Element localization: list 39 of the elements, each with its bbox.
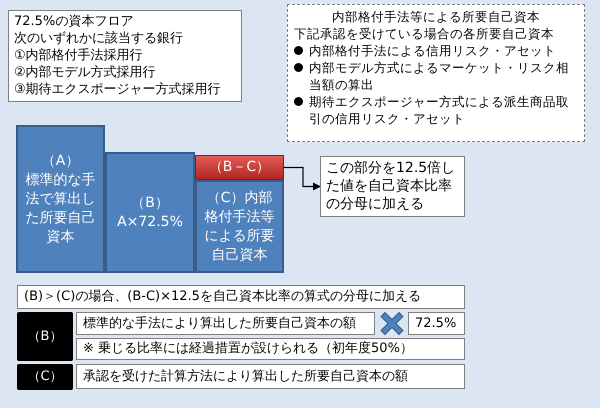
subheading: 下記承認を受けている場合の各所要自己資本 xyxy=(294,25,555,42)
capital-block xyxy=(195,180,284,273)
formula-box xyxy=(17,285,465,309)
arrow xyxy=(284,166,321,190)
block-label: （B） xyxy=(131,194,169,212)
list-item: ③期待エクスポージャー方式採用行 xyxy=(14,81,222,98)
block-label: A×72.5% xyxy=(117,212,183,232)
list-item: 内部モデル方式によるマーケット・リスク相当額の算出 xyxy=(309,59,570,93)
box-text: 標準的な手法により算出した所要自己資本の額 xyxy=(83,314,356,333)
heading: 72.5%の資本フロア xyxy=(14,13,134,30)
block-label: 標準的な手法で算出した所要自己資本 xyxy=(24,170,96,246)
heading: 内部格付手法等による所要自己資本 xyxy=(331,8,541,25)
definition-box xyxy=(76,364,465,389)
block-label: （A） xyxy=(42,152,80,170)
capital-block xyxy=(16,125,105,273)
block-label: （B－C） xyxy=(208,158,270,177)
box-text: 72.5% xyxy=(415,314,456,333)
list-item: 次のいずれかに該当する銀行 xyxy=(14,30,184,47)
info-box xyxy=(8,10,242,102)
list-item: ①内部格付手法採用行 xyxy=(14,47,144,64)
callout-text: この部分を12.5倍した値を自己資本比率の分母に加える xyxy=(326,160,456,212)
difference-block xyxy=(195,155,284,180)
dashed-info-box xyxy=(287,4,585,142)
row-label: （B） xyxy=(28,328,62,346)
note-box xyxy=(76,338,465,360)
definition-box xyxy=(76,312,375,335)
capital-block xyxy=(105,152,195,273)
block-label: （C）内部格付手法等による所要自己資本 xyxy=(204,188,276,264)
row-label: （C） xyxy=(27,368,63,386)
list-item: 期待エクスポージャー方式による派生商品取引の信用リスク・アセット xyxy=(309,93,570,127)
callout-box xyxy=(320,156,465,217)
list-item: ②内部モデル方式採用行 xyxy=(14,64,157,81)
label-box xyxy=(17,364,73,390)
box-text: 承認を受けた計算方法により算出した所要自己資本の額 xyxy=(83,368,408,386)
box-text: (B)＞(C)の場合、(B-C)×12.5を自己資本比率の算式の分母に加える xyxy=(24,288,421,306)
rate-box xyxy=(408,312,465,335)
list-item: 内部格付手法による信用リスク・アセット xyxy=(309,42,556,59)
label-box xyxy=(17,312,73,361)
box-text: ※ 乗じる比率には経過措置が設けられる（初年度50%） xyxy=(83,340,413,358)
